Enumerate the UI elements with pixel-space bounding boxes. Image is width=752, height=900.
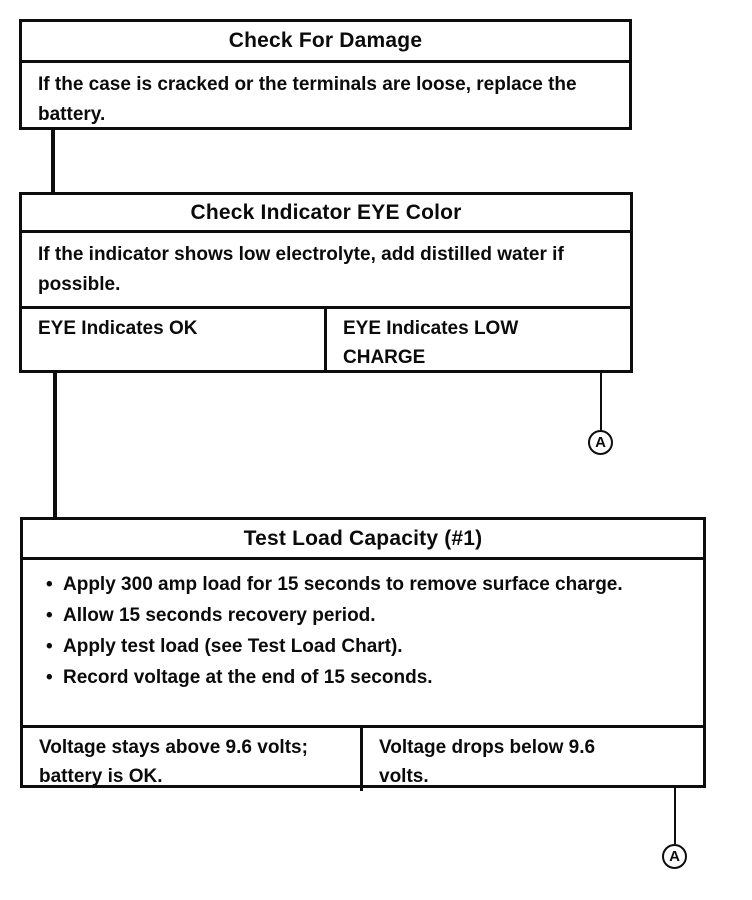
outcome-row: Voltage stays above 9.6 volts; battery i… bbox=[23, 725, 703, 791]
connector-line-box1-box2 bbox=[51, 130, 55, 192]
outcome-row: EYE Indicates OK EYE Indicates LOW CHARG… bbox=[22, 306, 630, 372]
box-check-for-damage: Check For Damage If the case is cracked … bbox=[19, 19, 632, 130]
bullet-item: Allow 15 seconds recovery period. bbox=[46, 600, 663, 631]
outcome-cell-eye-ok: EYE Indicates OK bbox=[22, 309, 327, 372]
outcome-label: EYE Indicates OK bbox=[38, 318, 198, 339]
connector-line-to-a-2 bbox=[674, 788, 676, 844]
box-test-load-capacity-1: Test Load Capacity (#1) Apply 300 amp lo… bbox=[20, 517, 706, 791]
bullet-item: Apply 300 amp load for 15 seconds to rem… bbox=[46, 569, 663, 600]
offpage-connector-a-badge: A bbox=[588, 430, 613, 455]
box-body: Apply 300 amp load for 15 seconds to rem… bbox=[23, 560, 703, 725]
outcome-label: Voltage stays above 9.6 volts; battery i… bbox=[39, 737, 308, 787]
box-check-indicator-eye-color: Check Indicator EYE Color If the indicat… bbox=[19, 192, 633, 373]
offpage-connector-label: A bbox=[595, 434, 606, 451]
box-title: Check Indicator EYE Color bbox=[22, 195, 630, 233]
connector-line-to-a-1 bbox=[600, 373, 602, 431]
procedure-bullet-list: Apply 300 amp load for 15 seconds to rem… bbox=[23, 560, 703, 693]
offpage-connector-label: A bbox=[669, 848, 680, 865]
box-body: If the indicator shows low electrolyte, … bbox=[22, 233, 630, 306]
outcome-label: Voltage drops below 9.6 volts. bbox=[379, 737, 596, 787]
box-title: Test Load Capacity (#1) bbox=[23, 520, 703, 560]
box-body-text: If the indicator shows low electrolyte, … bbox=[38, 244, 564, 295]
bullet-item: Record voltage at the end of 15 seconds. bbox=[46, 662, 663, 693]
bullet-item: Apply test load (see Test Load Chart). bbox=[46, 631, 663, 662]
offpage-connector-a-badge: A bbox=[662, 844, 687, 869]
box-body: If the case is cracked or the terminals … bbox=[22, 63, 629, 130]
outcome-cell-voltage-low: Voltage drops below 9.6 volts. bbox=[363, 728, 703, 791]
box-title: Check For Damage bbox=[22, 22, 629, 63]
box-body-text: If the case is cracked or the terminals … bbox=[38, 74, 577, 125]
outcome-cell-voltage-ok: Voltage stays above 9.6 volts; battery i… bbox=[23, 728, 363, 791]
connector-line-box2-box3 bbox=[53, 373, 57, 517]
outcome-label: EYE Indicates LOW CHARGE bbox=[343, 318, 519, 368]
outcome-cell-eye-low-charge: EYE Indicates LOW CHARGE bbox=[327, 309, 630, 372]
